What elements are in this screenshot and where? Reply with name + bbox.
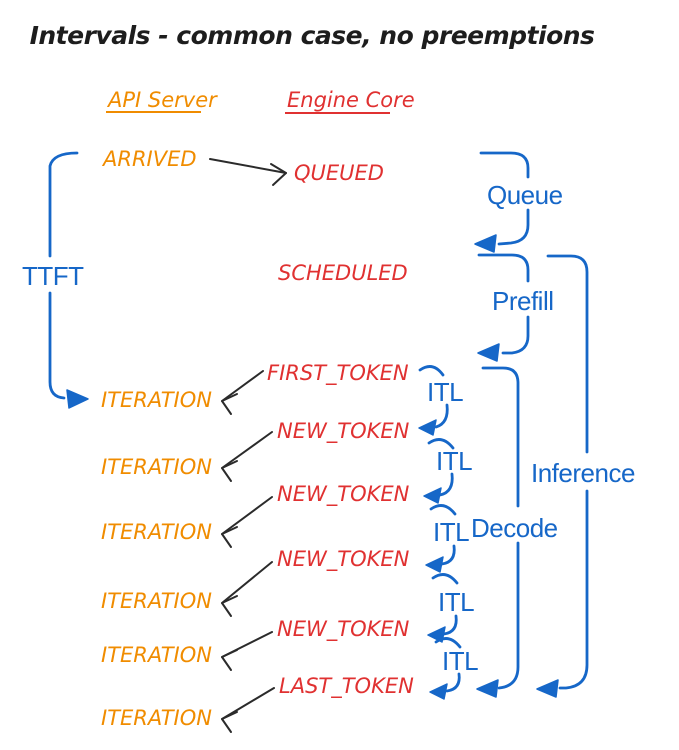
queue-label: Queue [487, 180, 563, 210]
event-queued: QUEUED [294, 161, 384, 185]
itl-label-1: ITL [427, 377, 463, 407]
event-last-token: LAST_TOKEN [279, 674, 414, 699]
itl-bracket-1: ITL [418, 365, 464, 436]
itl-arrowhead-icon [429, 683, 448, 700]
event-new-token-2: NEW_TOKEN [277, 482, 410, 507]
event-first-token: FIRST_TOKEN [267, 361, 409, 386]
event-iteration-1: ITERATION [101, 388, 212, 412]
engine-core-header-label: Engine Core [287, 88, 415, 112]
event-arrived: ARRIVED [101, 147, 197, 171]
arrow-new-token1-to-iteration [221, 431, 273, 482]
itl-label-5: ITL [442, 646, 478, 676]
event-new-token-1: NEW_TOKEN [277, 419, 410, 444]
event-iteration-3: ITERATION [101, 520, 212, 544]
itl-bracket-4: ITL [427, 573, 475, 643]
event-iteration-5: ITERATION [101, 643, 212, 667]
itl-arrowhead-icon [418, 419, 437, 436]
decode-arrowhead-icon [476, 679, 499, 698]
ttft-label: TTFT [22, 261, 84, 291]
itl-bracket-2: ITL [423, 438, 473, 504]
itl-arrowhead-icon [425, 556, 444, 573]
event-new-token-4: NEW_TOKEN [277, 617, 410, 642]
inference-arrowhead-icon [536, 679, 559, 698]
arrow-first-token-to-iteration [221, 370, 264, 415]
prefill-bracket: Prefill [477, 253, 554, 362]
column-header-api-server: API Server [106, 88, 218, 113]
itl-bracket-5: ITL [429, 637, 479, 700]
inference-label: Inference [531, 458, 635, 488]
event-iteration-6: ITERATION [101, 706, 212, 730]
prefill-arrowhead-icon [477, 343, 500, 362]
event-iteration-2: ITERATION [101, 455, 212, 479]
decode-bracket: Decode [471, 366, 558, 698]
event-new-token-3: NEW_TOKEN [277, 547, 410, 572]
itl-label-4: ITL [438, 587, 474, 617]
decode-label: Decode [471, 513, 558, 543]
arrow-new-token3-to-iteration [221, 561, 273, 617]
api-server-header-label: API Server [106, 88, 218, 112]
queue-arrowhead-icon [474, 234, 497, 253]
prefill-label: Prefill [492, 286, 554, 316]
arrow-new-token4-to-iteration [221, 631, 273, 671]
itl-label-3: ITL [433, 517, 469, 547]
column-header-engine-core: Engine Core [285, 88, 415, 114]
itl-label-2: ITL [436, 446, 472, 476]
queue-bracket: Queue [474, 151, 563, 253]
page-title: Intervals - common case, no preemptions [30, 21, 595, 50]
arrow-last-token-to-iteration [221, 687, 275, 733]
arrow-new-token2-to-iteration [221, 496, 273, 548]
itl-bracket-3: ITL [425, 504, 470, 573]
inference-bracket: Inference [531, 254, 635, 698]
ttft-arrowhead-icon [66, 389, 89, 409]
ttft-bracket: TTFT [22, 151, 89, 409]
itl-arrowhead-icon [423, 487, 442, 504]
event-iteration-4: ITERATION [101, 589, 212, 613]
arrow-arrived-to-queued [209, 158, 287, 186]
event-scheduled: SCHEDULED [278, 261, 408, 285]
